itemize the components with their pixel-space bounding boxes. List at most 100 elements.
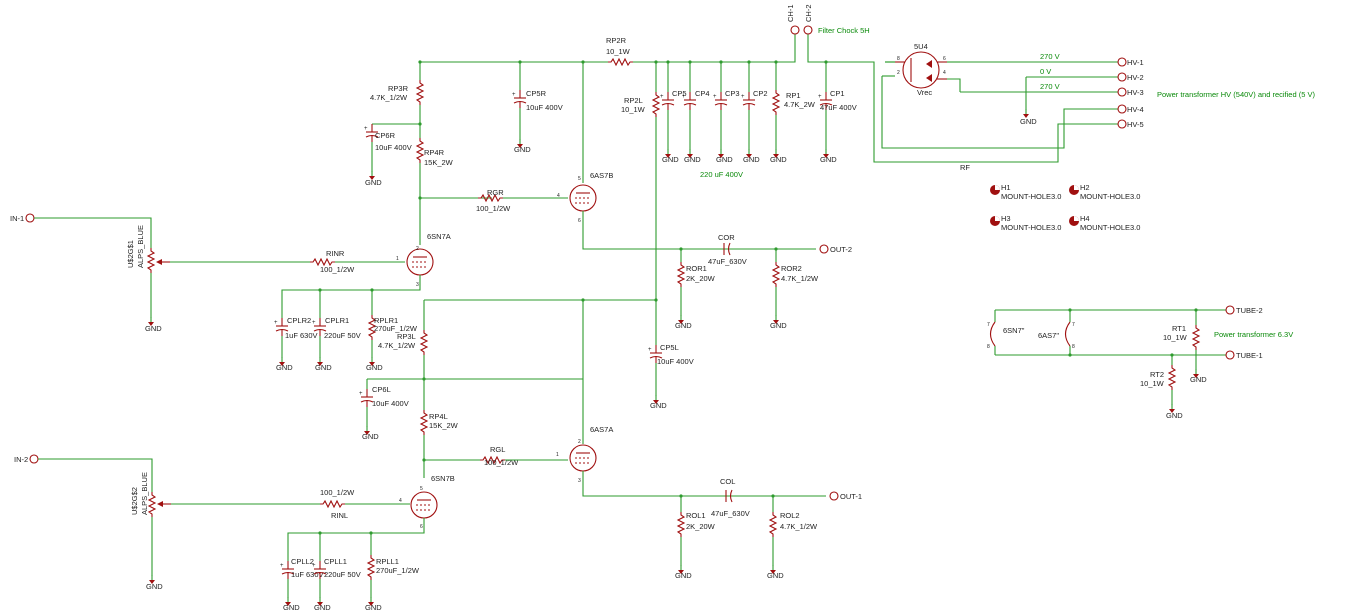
svg-text:ROR2: ROR2 xyxy=(781,264,802,273)
svg-text:10_1W: 10_1W xyxy=(621,105,646,114)
svg-text:1: 1 xyxy=(556,452,559,458)
input-in2[interactable]: IN-2 xyxy=(14,454,39,464)
svg-text:100_1/2W: 100_1/2W xyxy=(320,488,355,497)
cathode-right: CPLR2 1uF 630V GND CPLR1 220uF 50V GND R… xyxy=(273,288,418,372)
svg-text:GND: GND xyxy=(1190,375,1207,384)
tube-6as7a: 6AS7A 2 1 3 xyxy=(556,298,826,497)
svg-text:RP3R: RP3R xyxy=(388,84,409,93)
svg-text:CP1: CP1 xyxy=(830,89,845,98)
heater-section: 6SN7" 7 8 6AS7" 7 8 RT1 10_1W GND RT2 10… xyxy=(987,308,1226,420)
rp2r-label: RP2R xyxy=(606,36,627,45)
output-out1[interactable]: OUT-1 xyxy=(829,491,862,501)
connector-ch1[interactable]: CH-1 xyxy=(786,4,800,35)
svg-text:6SN7B: 6SN7B xyxy=(431,474,455,483)
svg-text:GND: GND xyxy=(362,432,379,441)
svg-text:RT2: RT2 xyxy=(1150,370,1164,379)
output-right: COR 47uF_630V ROR1 2K_20W GND ROR2 4.7K_… xyxy=(675,233,819,330)
svg-text:GND: GND xyxy=(283,603,300,611)
svg-text:GND: GND xyxy=(767,571,784,580)
svg-text:GND: GND xyxy=(145,324,162,333)
svg-text:GND: GND xyxy=(514,145,531,154)
svg-text:GND: GND xyxy=(315,363,332,372)
svg-text:HV-1: HV-1 xyxy=(1127,58,1144,67)
svg-text:220uF 50V: 220uF 50V xyxy=(324,570,361,579)
svg-text:GND: GND xyxy=(366,363,383,372)
svg-text:GND: GND xyxy=(675,571,692,580)
svg-text:H1: H1 xyxy=(1001,183,1011,192)
svg-text:270uF_1/2W: 270uF_1/2W xyxy=(376,566,420,575)
hv1-voltage-note: 270 V xyxy=(1040,52,1060,61)
svg-text:GND: GND xyxy=(650,401,667,410)
svg-text:RPLL1: RPLL1 xyxy=(376,557,399,566)
svg-text:7: 7 xyxy=(1072,322,1075,328)
hv2-voltage-note: 0 V xyxy=(1040,67,1051,76)
svg-text:CP5: CP5 xyxy=(672,89,687,98)
tube-6as7b: 6AS7B 5 4 6 xyxy=(557,62,816,250)
svg-text:4: 4 xyxy=(557,193,560,199)
hv-connectors[interactable]: HV-1 HV-2 HV-3 HV-4 HV-5 xyxy=(1117,57,1144,129)
svg-text:CPLL2: CPLL2 xyxy=(291,557,314,566)
svg-text:ALPS_BLUE: ALPS_BLUE xyxy=(140,472,149,515)
rf-label: RF xyxy=(960,163,970,172)
svg-text:2: 2 xyxy=(578,439,581,445)
svg-text:8: 8 xyxy=(897,56,900,62)
output-out2[interactable]: OUT-2 xyxy=(819,244,852,254)
svg-text:CPLL1: CPLL1 xyxy=(324,557,347,566)
svg-text:8: 8 xyxy=(987,344,990,350)
svg-text:GND: GND xyxy=(716,155,733,164)
svg-text:COR: COR xyxy=(718,233,735,242)
svg-text:RP4L: RP4L xyxy=(429,412,448,421)
mount-holes: H1 MOUNT-HOLE3.0 H2 MOUNT-HOLE3.0 H3 MOU… xyxy=(990,183,1140,232)
svg-text:RT1: RT1 xyxy=(1172,324,1186,333)
svg-text:8: 8 xyxy=(1072,344,1075,350)
svg-text:100_1/2W: 100_1/2W xyxy=(476,204,511,213)
stage-right-plate: RP3R 4.7K_1/2W CP6R 10uF 400V GND RP4R 1… xyxy=(363,62,492,245)
svg-text:GND: GND xyxy=(770,155,787,164)
stage-left-plate: RP3L 4.7K_1/2W CP6L 10uF 400V GND RP4L 1… xyxy=(358,300,583,478)
svg-text:270uF_1/2W: 270uF_1/2W xyxy=(374,324,418,333)
rp2r-value: 10_1W xyxy=(606,47,631,56)
svg-text:3: 3 xyxy=(416,282,419,288)
svg-text:ROR1: ROR1 xyxy=(686,264,707,273)
svg-text:TUBE-1: TUBE-1 xyxy=(1236,351,1263,360)
svg-text:15K_2W: 15K_2W xyxy=(424,158,454,167)
svg-text:47uF_630V: 47uF_630V xyxy=(708,257,747,266)
hv3-voltage-note: 270 V xyxy=(1040,82,1060,91)
svg-text:H3: H3 xyxy=(1001,214,1011,223)
capacitor-bank: CP5 GND CP4 GND CP3 GND CP2 GND RP1 4.7K… xyxy=(659,62,857,179)
svg-text:ROL1: ROL1 xyxy=(686,511,706,520)
resistor-rgl: RGL 100_1/2W xyxy=(479,445,568,467)
connector-tube1[interactable]: TUBE-1 xyxy=(1225,350,1263,360)
svg-text:RGR: RGR xyxy=(487,188,504,197)
svg-text:2K_20W: 2K_20W xyxy=(686,274,716,283)
svg-text:4.7K_1/2W: 4.7K_1/2W xyxy=(780,522,818,531)
svg-text:MOUNT-HOLE3.0: MOUNT-HOLE3.0 xyxy=(1080,223,1140,232)
svg-text:GND: GND xyxy=(365,178,382,187)
resistor-rinr: RINR 100_1/2W xyxy=(170,249,405,274)
svg-text:OUT-1: OUT-1 xyxy=(840,492,862,501)
connector-ch2[interactable]: CH-2 xyxy=(803,4,813,35)
svg-text:RINL: RINL xyxy=(331,511,348,520)
svg-text:MOUNT-HOLE3.0: MOUNT-HOLE3.0 xyxy=(1080,192,1140,201)
svg-text:1uF 630V: 1uF 630V xyxy=(291,570,324,579)
svg-text:CPLR1: CPLR1 xyxy=(325,316,349,325)
svg-text:H4: H4 xyxy=(1080,214,1090,223)
svg-text:Vrec: Vrec xyxy=(917,88,932,97)
svg-text:6: 6 xyxy=(578,218,581,224)
svg-text:4.7K_1/2W: 4.7K_1/2W xyxy=(378,341,416,350)
svg-text:6: 6 xyxy=(943,56,946,62)
svg-text:10_1W: 10_1W xyxy=(1140,379,1165,388)
rectifier-5u4: 5U4 Vrec 8 6 2 4 xyxy=(882,42,960,97)
resistor-rinl: 100_1/2W RINL xyxy=(171,488,410,520)
svg-text:7: 7 xyxy=(987,322,990,328)
svg-text:CP5L: CP5L xyxy=(660,343,679,352)
svg-text:6AS7A: 6AS7A xyxy=(590,425,613,434)
svg-text:6: 6 xyxy=(420,524,423,530)
choke-note: Filter Chock 5H xyxy=(818,26,870,35)
svg-text:OUT-2: OUT-2 xyxy=(830,245,852,254)
input-in1[interactable]: IN-1 xyxy=(10,213,35,223)
connector-tube2[interactable]: TUBE-2 xyxy=(1225,305,1263,315)
svg-text:HV-3: HV-3 xyxy=(1127,88,1144,97)
svg-text:GND: GND xyxy=(662,155,679,164)
capacitor-cp5r: CP5R 10uF 400V GND xyxy=(511,62,563,154)
